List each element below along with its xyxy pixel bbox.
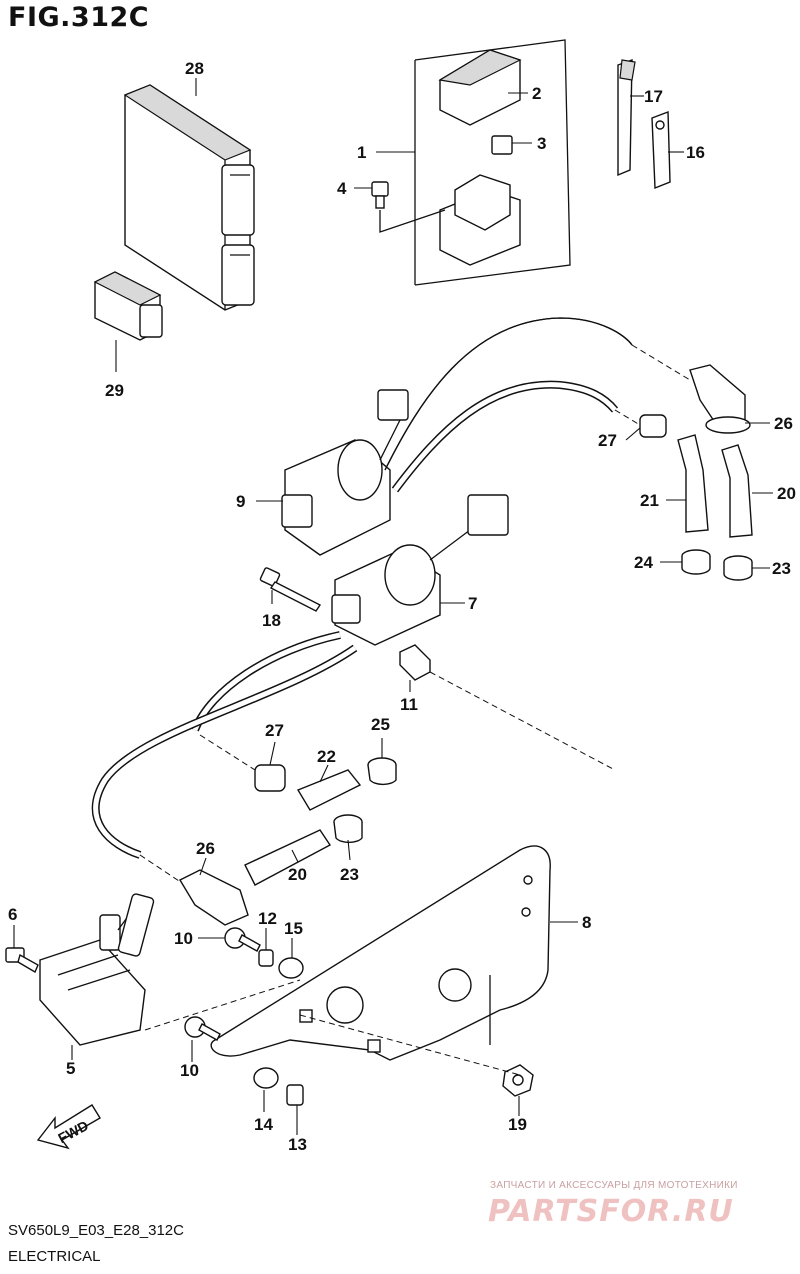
collar-part-12 [258, 949, 274, 967]
plug-cap-part-22 [296, 769, 362, 811]
bracket-part-8 [210, 845, 551, 1061]
callout-11: 11 [400, 695, 418, 714]
plug-cap-lower-part-26 [179, 869, 249, 926]
callout-27-lower: 27 [265, 721, 284, 740]
collar-part-11 [399, 644, 431, 681]
clamp-part-16 [651, 111, 671, 190]
callout-28: 28 [185, 59, 204, 78]
plug-cap-upper-part-20 [721, 444, 753, 538]
cap-lower-part-27 [254, 764, 286, 792]
ignition-coil-lower-part-7 [331, 494, 509, 646]
bolt-upper-part-10 [224, 927, 261, 952]
callout-12: 12 [258, 909, 277, 928]
bolt-lower-part-10 [184, 1016, 221, 1041]
callout-27-upper: 27 [598, 431, 617, 450]
callout-15: 15 [284, 919, 303, 938]
callout-17: 17 [644, 87, 663, 106]
callout-10-upper: 10 [174, 929, 193, 948]
callout-20-lower: 20 [288, 865, 307, 884]
seal-upper-part-23 [723, 555, 753, 581]
watermark-logo: PARTSFOR.RU [488, 1194, 734, 1229]
callout-26-lower: 26 [196, 839, 215, 858]
callout-26-upper: 26 [774, 414, 793, 433]
nut-part-19 [502, 1064, 534, 1097]
ignition-coil-upper-part-9 [281, 389, 409, 556]
callout-21: 21 [640, 491, 659, 510]
grommet-part-15 [278, 957, 304, 979]
fwd-arrow-icon: FWD [36, 1104, 101, 1150]
callout-29: 29 [105, 381, 124, 400]
callout-6: 6 [8, 905, 17, 924]
leader-lines [13, 78, 773, 1135]
callout-22: 22 [317, 747, 336, 766]
callout-18: 18 [262, 611, 281, 630]
callout-1: 1 [357, 143, 366, 162]
regulator-part-5 [39, 893, 155, 1046]
callout-23-lower: 23 [340, 865, 359, 884]
figure-name: ELECTRICAL [8, 1248, 101, 1265]
callout-19: 19 [508, 1115, 527, 1134]
grommet-part-14 [253, 1067, 279, 1089]
plug-cap-upper-part-21 [677, 434, 709, 533]
bolt-part-4 [371, 181, 446, 233]
bolt-part-6 [5, 947, 39, 974]
connector-part-29 [93, 271, 163, 341]
clamp-part-17 [617, 59, 636, 177]
callout-25: 25 [371, 715, 390, 734]
callout-10-lower: 10 [180, 1061, 199, 1080]
callout-3: 3 [537, 134, 546, 153]
callout-13: 13 [288, 1135, 307, 1154]
plug-cap-lower-part-20 [244, 829, 332, 886]
callout-7: 7 [468, 594, 477, 613]
callout-14: 14 [254, 1115, 273, 1134]
plug-cap-upper-part-26 [689, 364, 751, 434]
relay-group-part-1 [414, 39, 571, 286]
callout-5: 5 [66, 1059, 75, 1078]
callout-16: 16 [686, 143, 705, 162]
seal-part-25 [367, 757, 397, 786]
callout-9: 9 [236, 492, 245, 511]
callout-23-upper: 23 [772, 559, 791, 578]
figure-code: SV650L9_E03_E28_312C [8, 1222, 184, 1239]
watermark-tagline: ЗАПЧАСТИ И АКСЕССУАРЫ ДЛЯ МОТОТЕХНИКИ [490, 1180, 738, 1191]
callout-2: 2 [532, 84, 541, 103]
ecu-part-28 [123, 84, 255, 311]
seal-lower-part-23 [333, 814, 363, 844]
callout-labels: 28 1 2 3 4 17 16 29 26 27 21 20 24 23 9 … [8, 59, 796, 1154]
callout-20-upper: 20 [777, 484, 796, 503]
callout-24: 24 [634, 553, 653, 572]
figure-title: FIG.312C [8, 2, 150, 33]
callout-8: 8 [582, 913, 591, 932]
collar-part-13 [286, 1084, 304, 1106]
callout-4: 4 [337, 179, 347, 198]
seal-part-24 [681, 549, 711, 575]
cap-upper-part-27 [639, 414, 667, 438]
bolt-part-18 [259, 567, 322, 612]
